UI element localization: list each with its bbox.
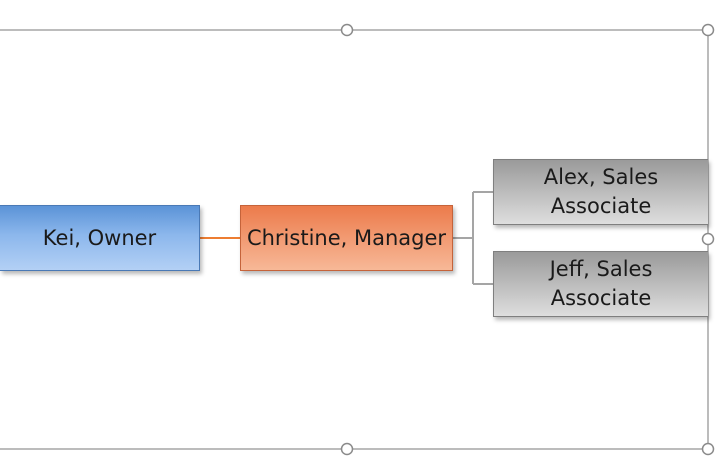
org-node-alex-line1: Alex, Sales <box>543 165 659 189</box>
org-node-owner[interactable]: Kei, Owner <box>0 205 200 271</box>
org-node-alex-text: Alex, Sales Associate <box>544 163 658 221</box>
resize-handle-bottom-middle[interactable] <box>340 442 354 456</box>
resize-handle-bottom-right[interactable] <box>701 442 715 456</box>
resize-handle-top-middle[interactable] <box>340 23 354 37</box>
org-node-jeff-text: Jeff, Sales Associate <box>550 255 653 313</box>
resize-handle-middle-right[interactable] <box>701 232 715 246</box>
org-node-jeff-line2: Associate <box>550 286 652 310</box>
org-node-jeff-line1: Jeff, Sales <box>549 257 653 281</box>
org-node-owner-label: Kei, Owner <box>42 225 157 250</box>
org-node-manager-label: Christine, Manager <box>246 225 447 250</box>
org-node-manager[interactable]: Christine, Manager <box>240 205 453 271</box>
org-node-alex-line2: Associate <box>550 194 652 218</box>
org-node-associate-alex[interactable]: Alex, Sales Associate <box>493 159 708 225</box>
resize-handle-top-right[interactable] <box>701 23 715 37</box>
org-node-associate-jeff[interactable]: Jeff, Sales Associate <box>493 251 708 317</box>
